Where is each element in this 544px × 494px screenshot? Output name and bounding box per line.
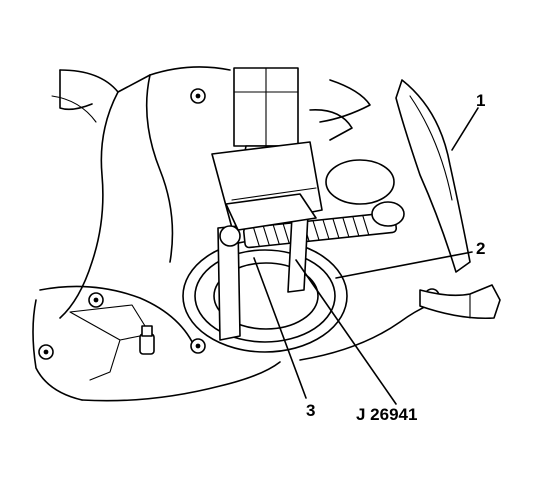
leader-1 xyxy=(451,107,479,151)
callout-tool-number: J 26941 xyxy=(356,405,417,424)
bolt-heads xyxy=(38,88,440,360)
leader-3 xyxy=(253,257,307,399)
transmission-housing xyxy=(32,66,461,402)
stud-icon xyxy=(139,333,155,355)
leader-2 xyxy=(335,251,473,279)
wing-handle-icon xyxy=(371,201,405,227)
stud-head-icon xyxy=(141,325,153,337)
leader-lines xyxy=(253,107,479,405)
puller-jaw-right xyxy=(287,213,309,293)
case-opening xyxy=(325,159,395,205)
shield-plate xyxy=(395,79,501,320)
seal-puller-tool xyxy=(211,141,405,341)
callout-2: 2 xyxy=(476,239,485,258)
callout-3: 3 xyxy=(306,401,315,420)
leader-tool xyxy=(295,259,397,405)
callout-1: 1 xyxy=(476,91,485,110)
oil-seal-bore xyxy=(182,239,348,353)
